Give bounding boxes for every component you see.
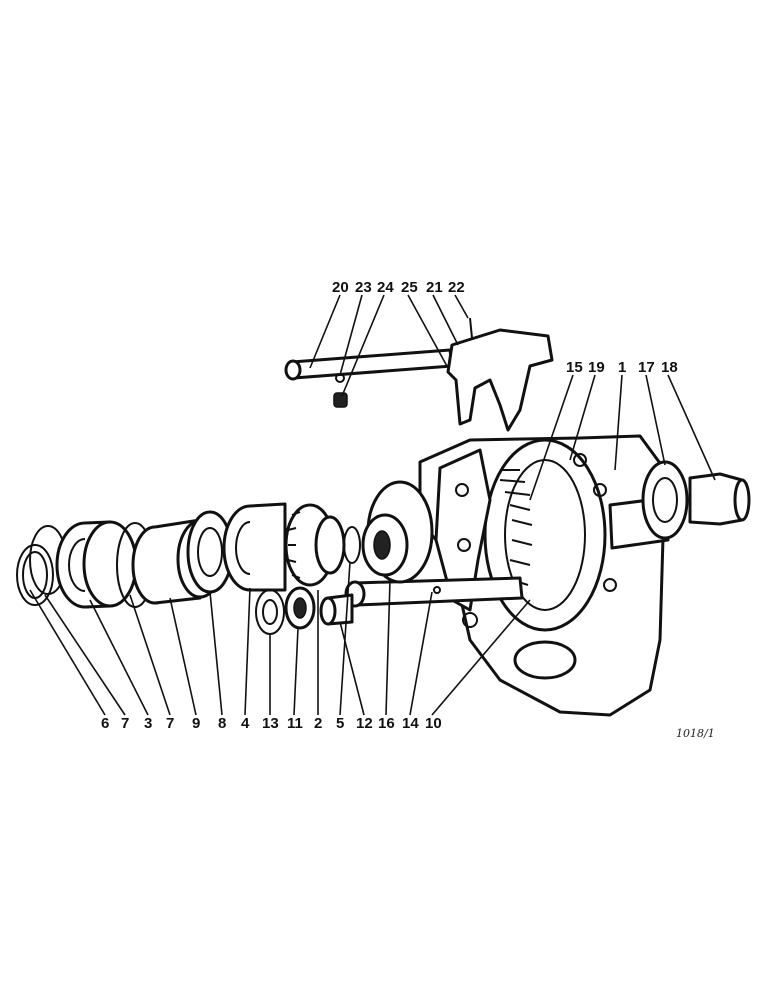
output-shaft bbox=[641, 460, 751, 540]
callout-16: 16 bbox=[378, 715, 395, 732]
callout-5: 5 bbox=[336, 715, 344, 732]
callout-7a: 7 bbox=[121, 715, 129, 732]
callout-21: 21 bbox=[426, 279, 443, 296]
leader-lines bbox=[29, 294, 716, 716]
callout-7b: 7 bbox=[166, 715, 174, 732]
shift-rod-assembly bbox=[284, 317, 554, 432]
bearing-4 bbox=[222, 502, 287, 592]
callouts-right: 15 19 1 17 18 bbox=[566, 359, 678, 376]
cross-shaft bbox=[344, 576, 524, 608]
bearing-16 bbox=[361, 480, 434, 584]
callout-20: 20 bbox=[332, 279, 349, 296]
callout-11: 11 bbox=[287, 715, 303, 732]
snap-ring-6 bbox=[16, 544, 54, 606]
callout-3: 3 bbox=[144, 715, 152, 732]
callout-23: 23 bbox=[355, 279, 372, 296]
callout-8: 8 bbox=[218, 715, 226, 732]
callout-12: 12 bbox=[356, 715, 373, 732]
callout-22: 22 bbox=[448, 279, 465, 296]
callout-10: 10 bbox=[425, 715, 442, 732]
callout-6: 6 bbox=[101, 715, 109, 732]
callout-24: 24 bbox=[377, 279, 394, 296]
callout-9: 9 bbox=[192, 715, 200, 732]
ring-5 bbox=[343, 526, 361, 564]
callout-17: 17 bbox=[638, 359, 655, 376]
gear-2 bbox=[284, 503, 346, 587]
figure-reference: 1018/1 bbox=[676, 727, 715, 740]
callout-19: 19 bbox=[588, 359, 605, 376]
callout-2: 2 bbox=[314, 715, 322, 732]
bearing-3 bbox=[55, 520, 138, 609]
washer-13 bbox=[255, 589, 285, 635]
callout-25: 25 bbox=[401, 279, 418, 296]
callout-4: 4 bbox=[241, 715, 250, 732]
callout-14: 14 bbox=[402, 715, 419, 732]
callout-13: 13 bbox=[262, 715, 279, 732]
callouts-bottom: 6 7 3 7 9 8 4 13 11 2 5 12 16 14 10 bbox=[101, 715, 442, 732]
callout-15: 15 bbox=[566, 359, 583, 376]
needle-bearing-11 bbox=[284, 586, 316, 630]
callout-18: 18 bbox=[661, 359, 678, 376]
callouts-top: 20 23 24 25 21 22 bbox=[332, 279, 465, 296]
callout-1: 1 bbox=[618, 359, 626, 376]
